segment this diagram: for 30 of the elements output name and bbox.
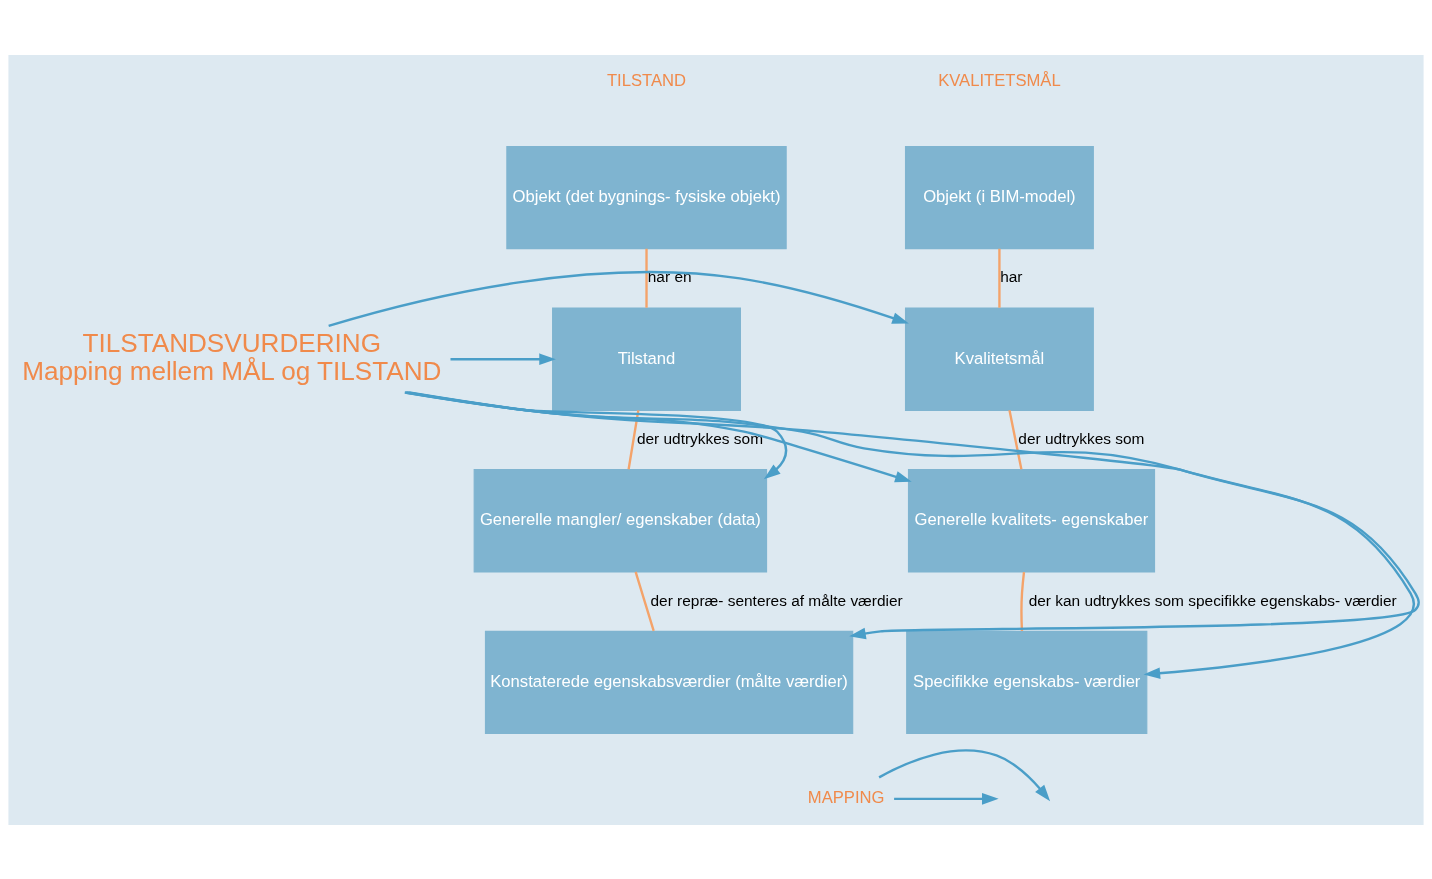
arrow — [408, 390, 912, 482]
node-box: Generelle kvalitets- egenskaber — [907, 468, 1156, 572]
connector — [645, 248, 648, 308]
arrow — [328, 270, 909, 327]
connector — [634, 571, 655, 631]
node-text: MAPPING — [807, 787, 885, 807]
node-box: Objekt (i BIM-model) — [904, 145, 1094, 249]
node-box: Konstaterede egenskabsværdier (målte værdier) — [484, 630, 854, 734]
connector — [998, 248, 1001, 308]
node-box: Objekt (det bygnings- fysiske objekt) — [506, 145, 787, 249]
label: KVALITETSMÅL — [938, 70, 1061, 90]
arrow — [894, 792, 999, 805]
node-text: TILSTANDSVURDERING Mapping mellem MÅL og TILSTAND — [22, 327, 442, 386]
node-box: Tilstand — [552, 307, 741, 411]
connector — [1008, 409, 1023, 470]
connector — [627, 409, 640, 469]
arrow — [450, 352, 556, 365]
edge-label: der udtrykkes som — [1018, 429, 1145, 447]
edge-label: der udtrykkes som — [636, 429, 764, 447]
arrow — [878, 748, 1051, 801]
node-box: Kvalitetsmål — [904, 307, 1094, 411]
edge-label: har en — [647, 267, 692, 285]
node-box: Specifikke egenskabs- værdier — [906, 630, 1148, 734]
edge-label: har — [1000, 267, 1023, 285]
arrow — [406, 390, 788, 479]
label: TILSTAND — [606, 70, 687, 90]
connector — [1020, 571, 1026, 631]
node-box: Generelle mangler/ egenskaber (data) — [473, 468, 768, 572]
edge-label: der kan udtrykkes som specifikke egenskabs- værdier — [1028, 591, 1397, 609]
edge-label: der repræ- senteres af målte værdier — [650, 591, 903, 609]
